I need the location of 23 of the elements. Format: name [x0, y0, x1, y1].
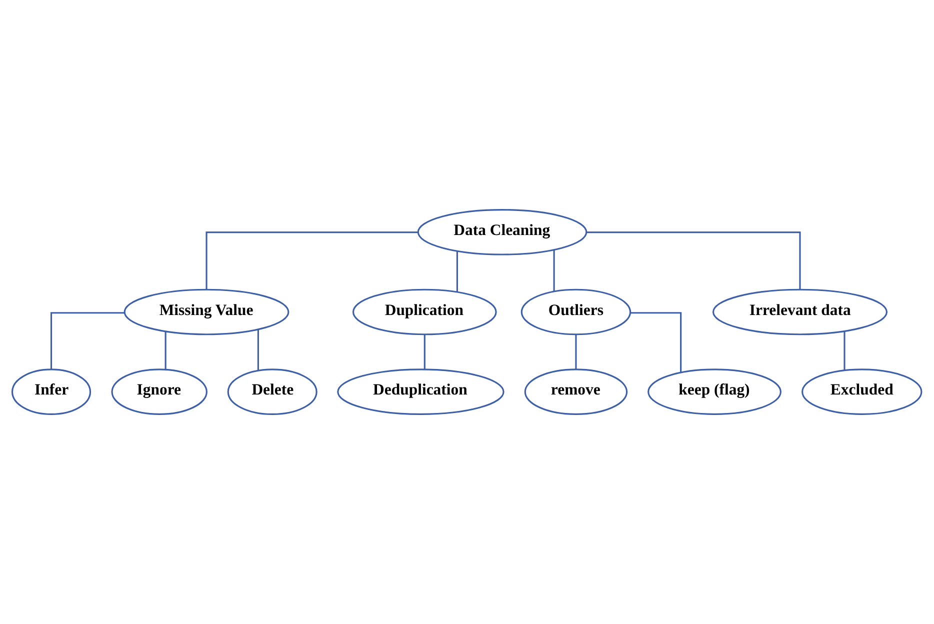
connector [206, 232, 418, 290]
node-ellipse: keep (flag) [648, 368, 782, 415]
connector [844, 331, 846, 370]
node-ellipse: Irrelevant data [712, 288, 888, 336]
node-ellipse: remove [524, 368, 628, 415]
node-ellipse: Delete [227, 368, 318, 415]
connector [424, 334, 426, 370]
node-ellipse: Duplication [352, 288, 497, 336]
connector [575, 334, 577, 370]
connector [630, 312, 682, 372]
node-ellipse: Data Cleaning [417, 209, 588, 256]
connector [50, 312, 124, 370]
connector [257, 329, 259, 371]
node-ellipse: Outliers [520, 288, 632, 336]
node-ellipse: Missing Value [124, 288, 290, 336]
connector [456, 251, 458, 292]
connector [553, 250, 555, 292]
node-ellipse: Infer [11, 368, 92, 415]
node-ellipse: Excluded [802, 368, 922, 415]
node-ellipse: Ignore [111, 368, 208, 415]
node-ellipse: Deduplication [337, 368, 504, 415]
connector [164, 331, 166, 370]
connector [586, 232, 801, 290]
